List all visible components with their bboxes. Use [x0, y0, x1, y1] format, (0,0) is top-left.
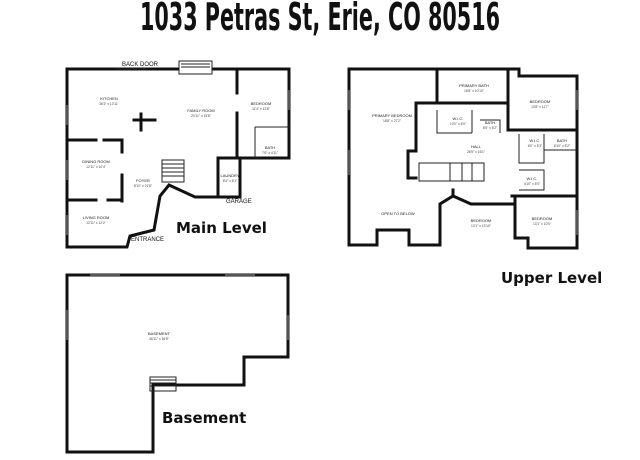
- upper-level-label: Upper Level: [501, 269, 602, 287]
- hall-dim: 26'5" x 16'1": [467, 150, 486, 154]
- upper-bath-2-dim: 8'10" x 8'2": [554, 144, 571, 148]
- upper-bedroom-3-name: BEDROOM: [532, 216, 553, 221]
- primary-bath-name: PRIMARY BATH: [459, 83, 489, 88]
- fireplace: [178, 60, 213, 75]
- kitchen-dim: 36'3" x 13'11": [99, 102, 119, 106]
- listing-title: 1033 Petras St, Erie, CO 80516: [140, 0, 500, 39]
- upper-bath-1-dim: 8'5" x 5'2": [483, 126, 498, 130]
- family-room-dim: 20'11" x 15'8": [191, 114, 211, 118]
- upper-bedroom-1-name: BEDROOM: [530, 99, 551, 104]
- main-bedroom-name: BEDROOM: [251, 101, 272, 106]
- dining-room-dim: 12'11" x 10'4": [86, 165, 106, 169]
- basement-stairs: [149, 376, 177, 392]
- main-bath-name: BATH: [265, 145, 275, 150]
- main-level-label: Main Level: [176, 219, 267, 237]
- kitchen-name: KITCHEN: [100, 96, 118, 101]
- upper-stairs: [418, 162, 485, 182]
- upper-bath-2-name: BATH: [557, 138, 567, 143]
- family-room-name: FAMILY ROOM: [187, 108, 214, 113]
- upper-wic-2-name: W.I.C.: [530, 138, 541, 143]
- basement-dim: 46'11" x 36'8": [149, 337, 169, 341]
- main-bedroom-dim: 11'4" x 13'8": [252, 107, 271, 111]
- living-room-dim: 12'11" x 12'2": [86, 221, 106, 225]
- main-bath-dim: 7'6" x 4'11": [262, 151, 279, 155]
- upper-wic-3-dim: 4'10" x 5'0": [524, 182, 541, 186]
- laundry-dim: 8'4" x 6'1": [223, 179, 238, 183]
- foyer-name: FOYER: [136, 178, 150, 183]
- hall-name: HALL: [471, 144, 482, 149]
- upper-bedroom-2-dim: 13'1" x 13'10": [471, 224, 492, 228]
- primary-bedroom-name: PRIMARY BEDROOM: [372, 113, 412, 118]
- garage-label: GARAGE: [226, 199, 252, 205]
- basement-name: BASEMENT: [148, 331, 171, 336]
- upper-level-plan: PRIMARY BATH 18'8" x 10'10" PRIMARY BEDR…: [347, 67, 602, 287]
- laundry-name: LAUNDRY: [220, 173, 239, 178]
- entrance-label: ENTRANCE: [131, 237, 164, 243]
- basement-level-label: Basement: [162, 409, 246, 427]
- upper-wic-1-name: W.I.C.: [453, 116, 464, 121]
- upper-bedroom-3-dim: 13'1" x 10'0": [533, 222, 552, 226]
- open-to-below-label: OPEN TO BELOW: [381, 211, 415, 216]
- upper-bedroom-1-dim: 13'8" x 11'7": [531, 105, 550, 109]
- living-room-name: LIVING ROOM: [83, 215, 110, 220]
- primary-bedroom-dim: 18'8" x 27'2": [383, 119, 402, 123]
- basement-plan: BASEMENT 46'11" x 36'8" Basement: [65, 273, 290, 454]
- main-level-plan: BACK DOOR KITCHEN 36'3" x 13'11" FAMILY …: [65, 60, 291, 249]
- back-door-label: BACK DOOR: [122, 62, 159, 68]
- upper-wic-3-name: W.I.C.: [527, 176, 538, 181]
- main-stairs: [161, 159, 185, 183]
- upper-wic-1-dim: 10'0" x 6'0": [450, 122, 467, 126]
- dining-room-name: DINING ROOM: [82, 159, 110, 164]
- upper-wic-2-dim: 6'0" x 5'3": [528, 144, 543, 148]
- foyer-dim: 8'10" x 21'8": [134, 184, 153, 188]
- upper-bath-1-name: BATH: [485, 120, 495, 125]
- upper-bedroom-2-name: BEDROOM: [471, 218, 492, 223]
- primary-bath-dim: 18'8" x 10'10": [464, 89, 485, 93]
